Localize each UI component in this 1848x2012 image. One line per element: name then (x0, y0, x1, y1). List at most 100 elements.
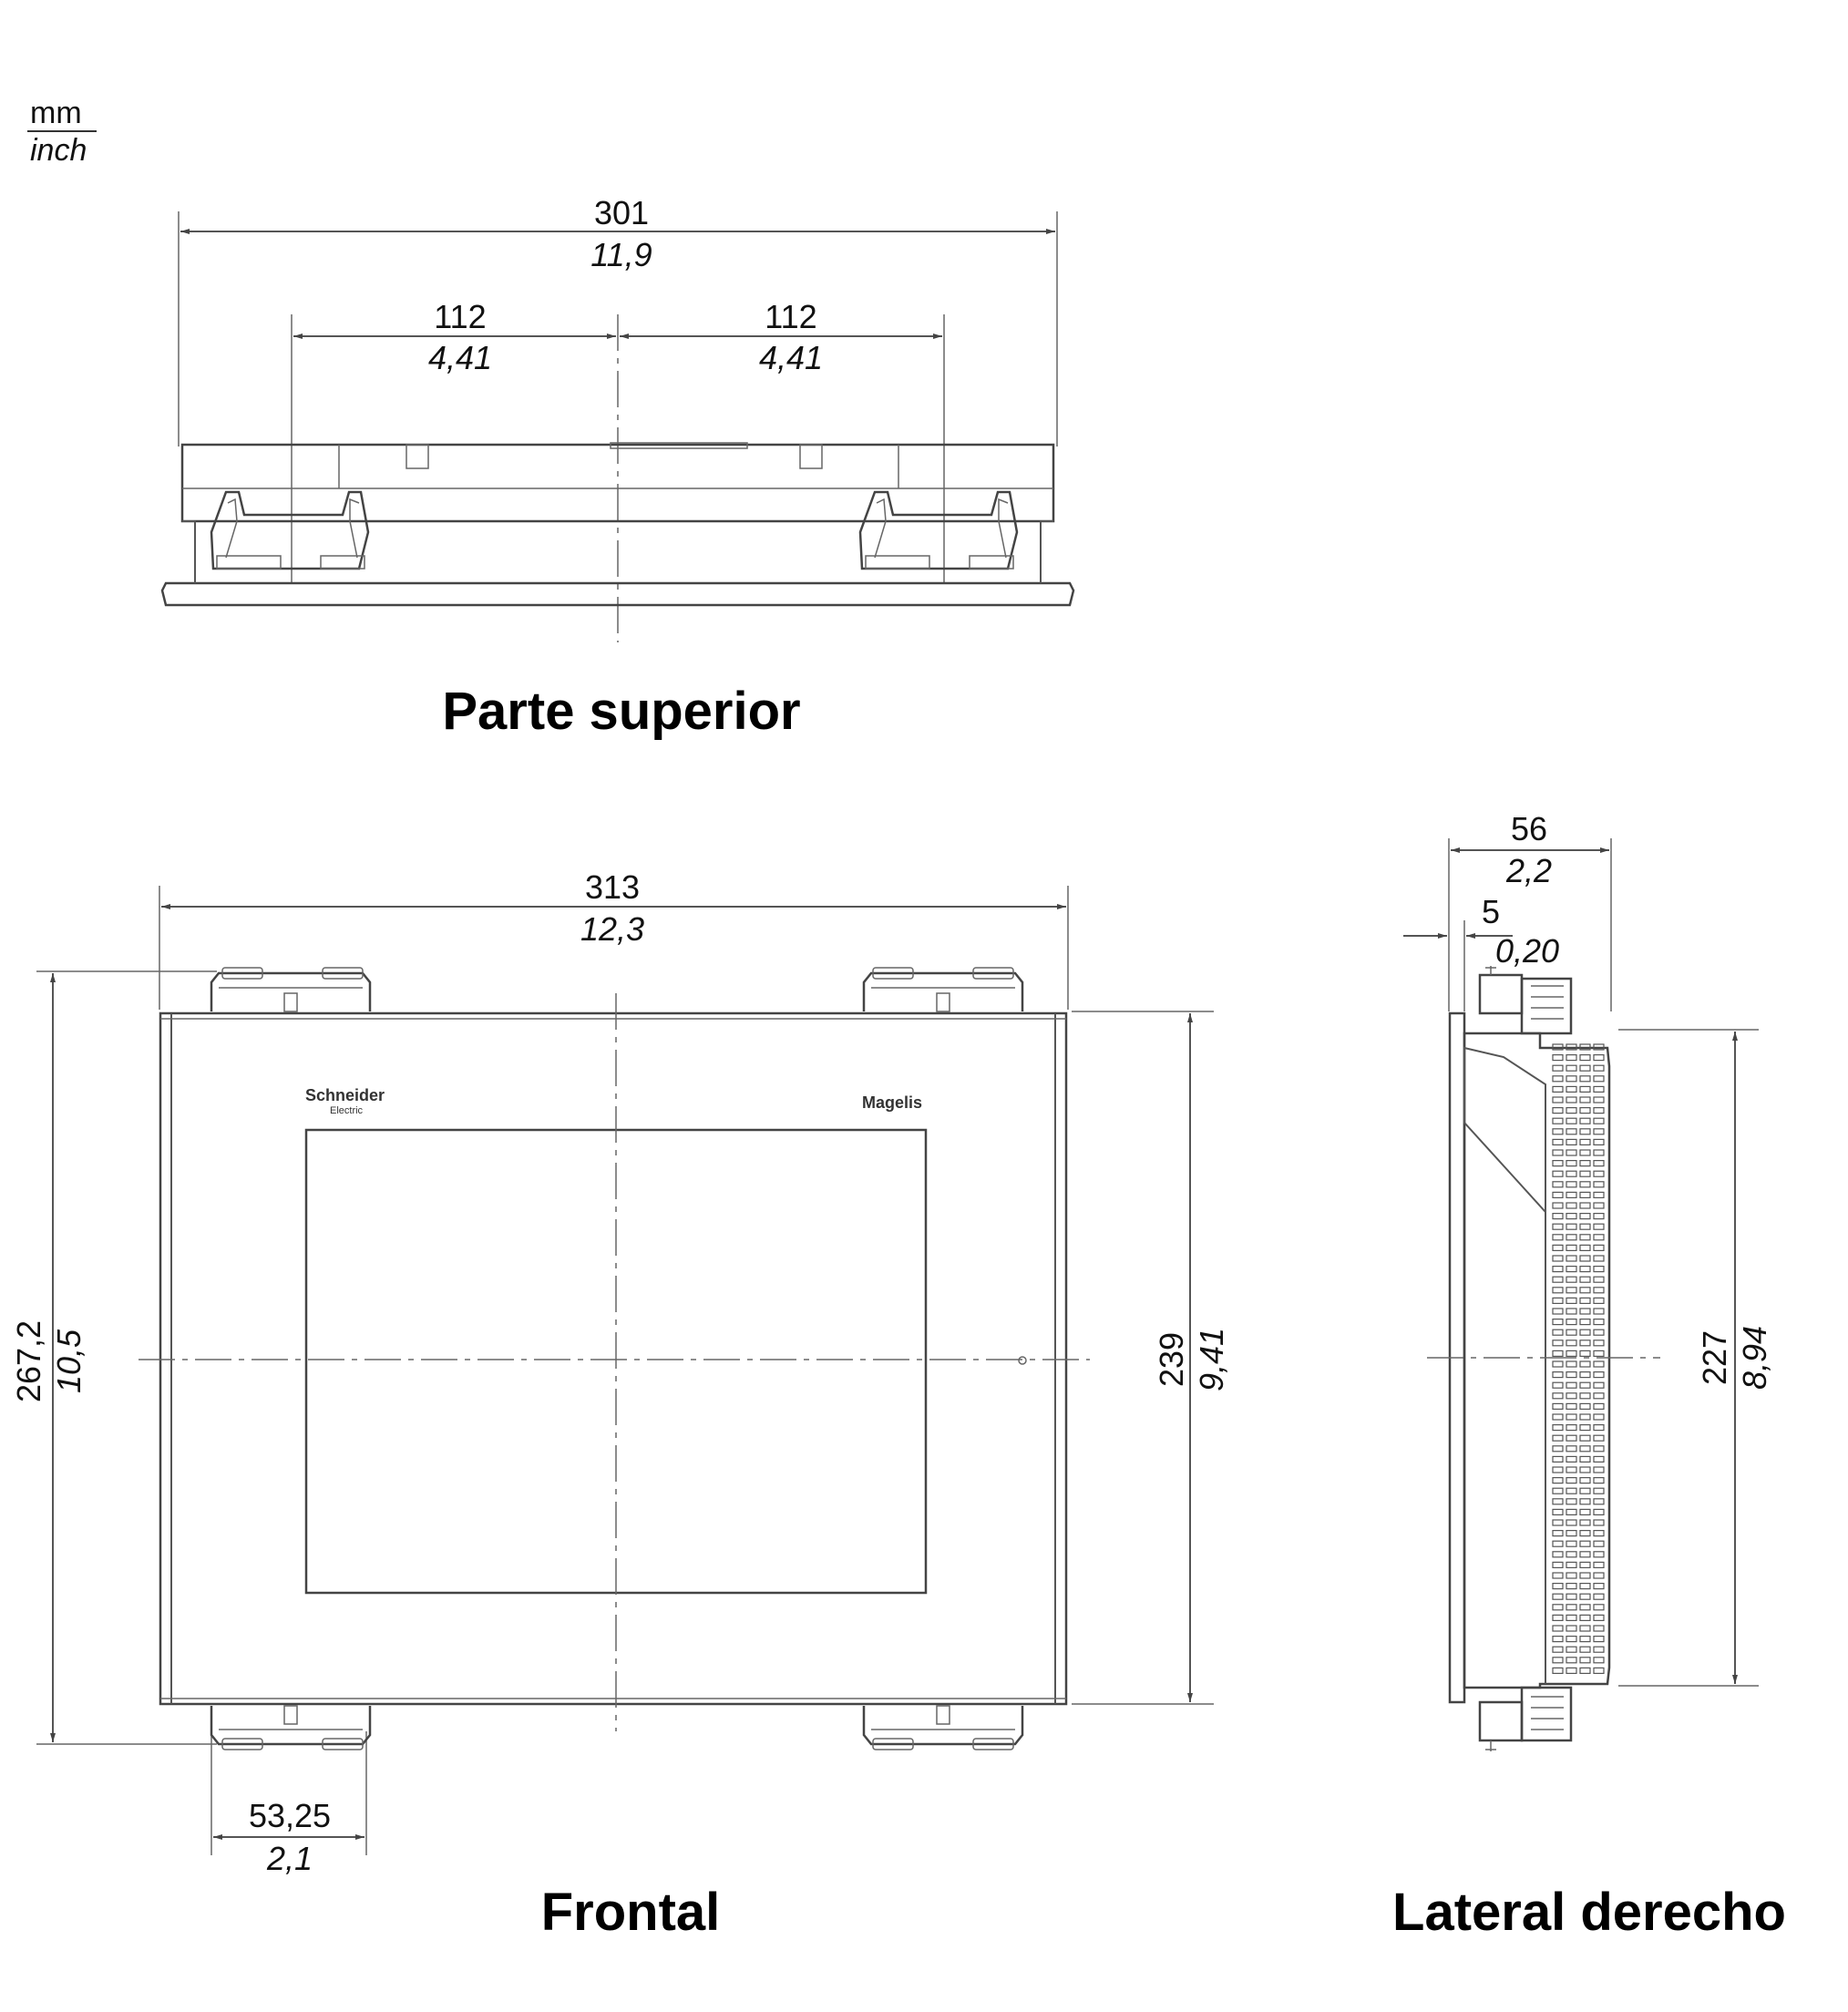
vent-slot (1593, 1402, 1605, 1411)
vent-slot (1593, 1053, 1605, 1062)
vent-slot (1566, 1561, 1577, 1569)
unit-inch: inch (30, 133, 87, 168)
vent-slot (1552, 1106, 1564, 1114)
vent-slot (1579, 1181, 1591, 1188)
vent-slot (1579, 1625, 1591, 1632)
vent-slot (1552, 1212, 1564, 1220)
vent-slot (1593, 1498, 1605, 1505)
vent-slot (1593, 1392, 1605, 1400)
vent-slot (1579, 1392, 1591, 1400)
vent-slot (1593, 1117, 1605, 1124)
vent-slot (1579, 1455, 1591, 1463)
vent-slot (1552, 1287, 1564, 1294)
vent-slot (1552, 1657, 1564, 1664)
vent-slot (1552, 1329, 1564, 1336)
vent-slot (1566, 1202, 1577, 1209)
side-depth-inch: 2,2 (1505, 852, 1552, 889)
front-height-total-inch: 10,5 (50, 1329, 87, 1393)
vent-slot (1566, 1370, 1577, 1379)
vent-slot (1593, 1191, 1605, 1199)
top-view: 301 11,9 112 4,41 112 4,41 (160, 194, 1075, 741)
vent-slot (1593, 1276, 1605, 1283)
vent-slot (1579, 1075, 1591, 1083)
vent-slot (1593, 1265, 1605, 1273)
vent-slot (1579, 1202, 1591, 1209)
vent-slot (1552, 1297, 1564, 1305)
vent-slot (1566, 1297, 1577, 1305)
front-height-body-mm: 239 (1153, 1332, 1190, 1387)
vent-slot (1593, 1529, 1605, 1537)
vent-slot (1593, 1159, 1605, 1167)
vent-slot (1566, 1191, 1577, 1199)
vent-slot (1566, 1423, 1577, 1432)
vent-slot (1579, 1508, 1591, 1516)
vent-slot (1593, 1350, 1605, 1358)
vent-slot (1593, 1064, 1605, 1072)
side-height-mm: 227 (1696, 1330, 1733, 1385)
front-height-body-inch: 9,41 (1193, 1328, 1230, 1391)
vent-slot (1552, 1075, 1564, 1083)
vent-slot (1552, 1255, 1564, 1262)
vent-slot (1579, 1149, 1591, 1156)
vent-slot (1566, 1308, 1577, 1315)
vent-slot (1566, 1212, 1577, 1220)
vent-slot (1566, 1276, 1577, 1283)
vent-slot (1593, 1297, 1605, 1305)
vent-slot (1593, 1413, 1605, 1421)
vent-slot (1566, 1646, 1577, 1653)
vent-slot (1566, 1075, 1577, 1083)
vent-slot (1552, 1181, 1564, 1188)
vent-slot (1579, 1255, 1591, 1262)
vent-slot (1593, 1625, 1605, 1632)
vent-slot (1579, 1423, 1591, 1432)
vent-slot (1566, 1043, 1577, 1051)
vent-slot (1593, 1128, 1605, 1135)
vent-slot (1566, 1413, 1577, 1421)
vent-slot (1566, 1540, 1577, 1547)
vent-slot (1566, 1614, 1577, 1622)
vent-slot (1593, 1329, 1605, 1336)
vent-slot (1566, 1287, 1577, 1294)
vent-slot (1579, 1244, 1591, 1252)
vent-slot (1593, 1445, 1605, 1453)
front-clip-inch: 2,1 (266, 1840, 313, 1877)
top-right-inch: 4,41 (759, 339, 823, 376)
vent-slot (1552, 1159, 1564, 1167)
vent-slot (1579, 1265, 1591, 1273)
vent-slot (1593, 1075, 1605, 1083)
front-width-inch: 12,3 (580, 910, 644, 948)
side-housing (1463, 1032, 1611, 1689)
vent-slot (1579, 1604, 1591, 1611)
vent-slot (1593, 1212, 1605, 1220)
vent-slot (1552, 1635, 1564, 1643)
vent-slot (1579, 1318, 1591, 1326)
vent-slot (1552, 1529, 1564, 1537)
vent-slot (1552, 1265, 1564, 1273)
vent-slot (1579, 1413, 1591, 1421)
vent-slot (1552, 1445, 1564, 1453)
vent-slot (1552, 1043, 1564, 1051)
vent-slot (1579, 1340, 1591, 1347)
vent-slot (1593, 1234, 1605, 1241)
vent-slot (1579, 1096, 1591, 1104)
vent-slot (1566, 1318, 1577, 1326)
vent-slot (1566, 1635, 1577, 1643)
vent-slot (1566, 1149, 1577, 1156)
vent-slot (1566, 1181, 1577, 1188)
vent-slot (1552, 1508, 1564, 1516)
vent-slot (1566, 1340, 1577, 1347)
vent-slot (1566, 1392, 1577, 1400)
vent-slot (1566, 1519, 1577, 1526)
front-clip-mm: 53,25 (249, 1797, 331, 1834)
vent-slot (1566, 1402, 1577, 1411)
vent-slot (1593, 1223, 1605, 1230)
vent-slot (1566, 1223, 1577, 1230)
vent-slot (1566, 1508, 1577, 1516)
vent-slot (1579, 1445, 1591, 1453)
front-view: 313 12,3 267,2 10,5 239 9,41 53,25 2,1 S… (10, 868, 1230, 1942)
vent-slot (1552, 1381, 1564, 1389)
vent-slot (1566, 1593, 1577, 1600)
vent-slot (1566, 1360, 1577, 1368)
side-clip-bottom (1478, 1686, 1573, 1751)
